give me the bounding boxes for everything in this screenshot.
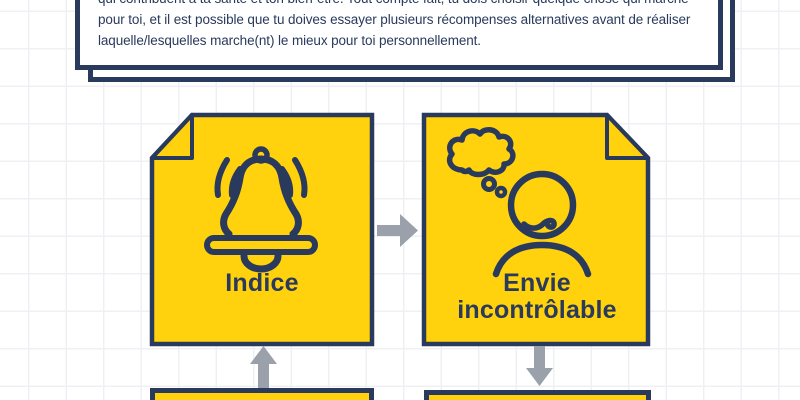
card-step1-label: Indice [225, 269, 299, 297]
arrow-right-icon [377, 214, 418, 247]
person-head [507, 170, 577, 240]
bell-ring-wave-right-outer [292, 157, 308, 198]
arrow-up-icon [250, 346, 277, 390]
craving-person-thought-icon [446, 127, 592, 278]
thought-cloud [446, 127, 516, 178]
thought-bubble-large [481, 176, 497, 192]
thought-bubble-small [494, 185, 508, 199]
card-bottom-right-partial [424, 390, 651, 400]
arrow-down-shape [526, 346, 553, 386]
person-shoulders [492, 241, 592, 278]
arrow-up-shape [250, 346, 277, 390]
bell-icon [204, 146, 318, 273]
card-step1-indice [149, 112, 375, 347]
intro-text-box: qui contribuent à ta santé et ton bien-ê… [75, 0, 723, 70]
intro-text-line-1: qui contribuent à ta santé et ton bien-ê… [98, 0, 718, 9]
intro-text-line-2: pour toi, et il est possible que tu doiv… [98, 12, 691, 27]
bell-rim-bar [204, 235, 318, 255]
card-bottom-left-partial [150, 388, 374, 400]
bell-top-knob [252, 146, 270, 164]
intro-text-line-3: laquelle/lesquelles marche(nt) le mieux … [98, 33, 481, 48]
arrow-right-shape [377, 214, 418, 247]
bell-ring-wave-left-outer [214, 157, 230, 198]
craving-squiggle-mouth [521, 217, 557, 231]
bell-ring-wave-right-inner [279, 166, 294, 198]
arrow-down-icon [526, 346, 553, 386]
bell-body [220, 155, 302, 238]
card-step2-fold-corner [605, 113, 650, 160]
card-step2-label: Envie incontrôlable [457, 269, 617, 324]
bell-ring-wave-left-inner [228, 166, 243, 198]
bell-clapper [240, 252, 282, 273]
card-step1-fold-corner [150, 113, 194, 160]
